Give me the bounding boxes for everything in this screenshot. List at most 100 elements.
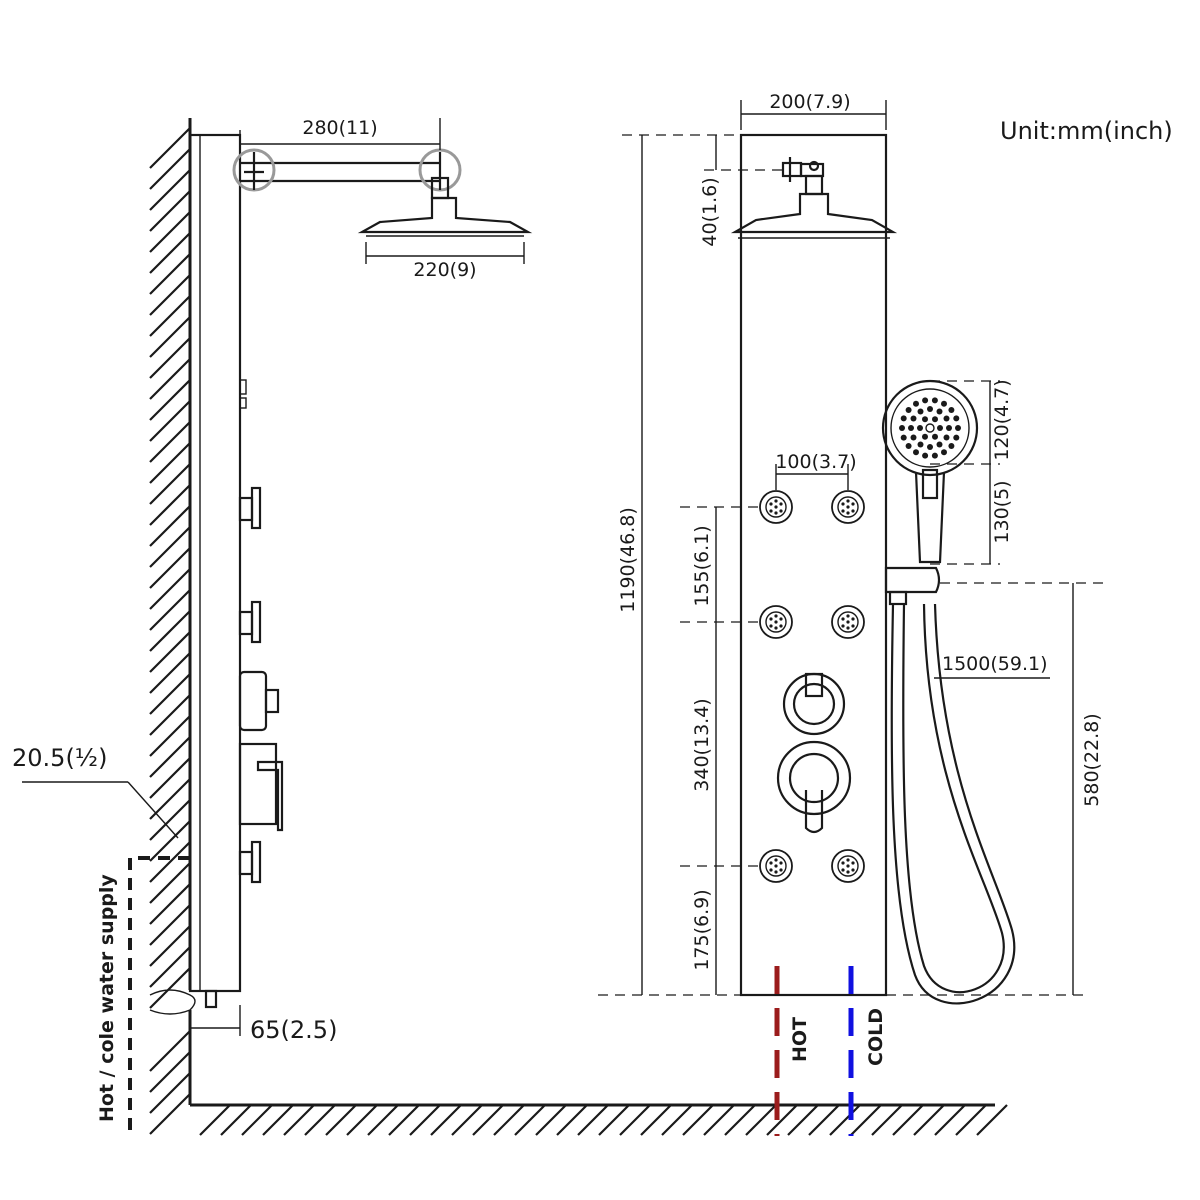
wall-hatch-line: [149, 610, 191, 652]
wall-hatch-line: [149, 946, 191, 988]
nozzle-dot: [922, 397, 929, 404]
wall-hatch-line: [149, 652, 191, 694]
wall-hatch-line: [149, 295, 191, 337]
wall-hatch-line: [149, 379, 191, 421]
hand-head-size-label: 120(4.7): [991, 379, 1013, 460]
nozzle-dot: [943, 434, 950, 441]
wall-hatch-line: [149, 925, 191, 967]
front-hand-shower: [881, 379, 979, 606]
floor-hatch-line: [955, 1104, 987, 1136]
wall-hatch-line: [149, 274, 191, 316]
jet-nozzle-dot: [774, 499, 778, 503]
holder-height-label: 580(22.8): [1081, 713, 1103, 806]
nozzle-dot: [900, 434, 907, 441]
side-shower-arm: [232, 148, 533, 237]
wall-hatch-line: [149, 232, 191, 274]
floor-hatch-line: [787, 1104, 819, 1136]
wall: [149, 118, 196, 1135]
nozzle-dot: [927, 406, 933, 412]
side-mixer-handle: [238, 742, 284, 832]
floor-hatch-line: [703, 1104, 735, 1136]
jet-6: [831, 849, 865, 883]
nozzle-dot: [941, 400, 947, 407]
total-height-label: 1190(46.8): [617, 507, 639, 612]
wall-hatch-line: [149, 1072, 191, 1114]
floor-hatch-line: [367, 1104, 399, 1136]
jet-4: [831, 605, 865, 639]
jet-nozzle-dot: [846, 858, 850, 862]
nozzle-dot: [917, 408, 924, 415]
nozzle-dot: [953, 434, 960, 441]
jet-nozzle-dot: [774, 864, 778, 868]
jet-nozzle-dot: [851, 861, 855, 865]
front-view-panel: [739, 133, 888, 997]
jet-nozzle-dot: [846, 626, 850, 630]
nozzle-dot: [910, 415, 917, 422]
hand-shower-nozzles: [899, 397, 961, 459]
floor-hatch-line: [514, 1104, 546, 1136]
floor-hatch-line: [682, 1104, 714, 1136]
jet-nozzle-dot: [846, 620, 850, 624]
jet-gap-upper-label: 155(6.1): [691, 525, 713, 606]
jet-nozzle-dot: [779, 509, 783, 513]
nozzle-dot: [948, 407, 955, 413]
wall-hatch-line: [149, 400, 191, 442]
wall-hatch-line: [149, 484, 191, 526]
wall-hatch-line: [149, 337, 191, 379]
dim-jet-spacing: 100(3.7): [775, 451, 857, 490]
floor-hatch-line: [304, 1104, 336, 1136]
floor-hatch-line: [388, 1104, 420, 1136]
dim-jet-gaps: 155(6.1) 340(13.4) 175(6.9): [680, 506, 760, 995]
nozzle-dot: [937, 425, 943, 431]
nozzle-dot: [905, 443, 912, 449]
nozzle-dot: [917, 441, 924, 448]
jet-5: [759, 849, 793, 883]
jet-nozzle-dot: [846, 505, 850, 509]
jet-3: [759, 605, 793, 639]
side-knob-1: [238, 486, 262, 530]
floor-hatch-line: [871, 1104, 903, 1136]
floor-hatch-line: [640, 1104, 672, 1136]
nozzle-dot: [948, 443, 955, 449]
dim-top-offset: 40(1.6): [699, 135, 785, 247]
wall-hatch-line: [149, 778, 191, 820]
front-mixer-handle: [776, 740, 852, 834]
pipe-size-label: 20.5(½): [12, 744, 107, 772]
floor-hatch-line: [241, 1104, 273, 1136]
nozzle-dot: [900, 415, 907, 422]
hand-handle-length-label: 130(5): [991, 480, 1013, 543]
floor-hatch-line: [220, 1104, 252, 1136]
jet-nozzle-dot: [779, 624, 783, 628]
floor-hatch-line: [934, 1104, 966, 1136]
floor-hatch-line: [430, 1104, 462, 1136]
jet-gap-lower-label: 175(6.9): [691, 889, 713, 970]
nozzle-dot: [899, 425, 905, 431]
jet-nozzle-dot: [841, 509, 845, 513]
wall-hatch-line: [149, 463, 191, 505]
dim-total-height: 1190(46.8): [617, 134, 741, 995]
front-shower-arm: [730, 157, 898, 239]
nozzle-dot: [925, 423, 935, 433]
floor-hatch-line: [661, 1104, 693, 1136]
wall-hatch-line: [149, 673, 191, 715]
jet-nozzle-dot: [779, 861, 783, 865]
floor-hatch-line: [619, 1104, 651, 1136]
wall-hatch-line: [149, 190, 191, 232]
nozzle-dot: [931, 452, 938, 459]
jet-nozzle-dot: [769, 868, 773, 872]
dim-panel-width: 200(7.9): [740, 91, 887, 130]
floor: [190, 1103, 1008, 1136]
wall-hatch-line: [149, 967, 191, 1009]
jet-nozzle-dot: [769, 617, 773, 621]
panel-width-label: 200(7.9): [769, 91, 850, 113]
nozzle-dot: [953, 415, 960, 422]
arm-length-label: 280(11): [302, 117, 377, 139]
wall-hatch: [149, 127, 191, 1135]
jet-nozzle-dot: [846, 511, 850, 515]
wall-hatch-line: [149, 148, 191, 190]
wall-hatch-line: [149, 904, 191, 946]
jet-nozzle-dot: [774, 620, 778, 624]
jet-nozzle-dot: [851, 502, 855, 506]
jet-nozzle-dot: [841, 868, 845, 872]
floor-hatch-line: [577, 1104, 609, 1136]
